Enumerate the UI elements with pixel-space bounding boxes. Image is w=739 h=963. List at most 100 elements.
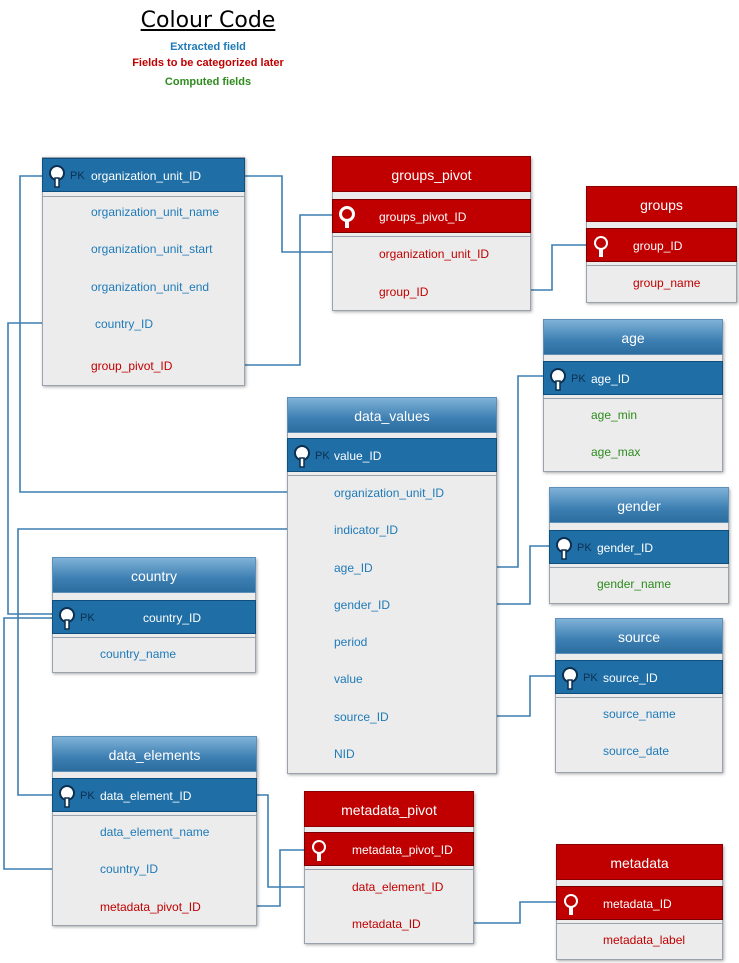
pk-row-source[interactable]: PK source_ID xyxy=(555,660,723,694)
divider xyxy=(333,236,530,237)
key-icon xyxy=(564,894,578,915)
entity-groups[interactable]: groups group_ID group_name xyxy=(586,186,737,303)
legend-to-categorize: Fields to be categorized later xyxy=(132,57,284,69)
field-data-element-id: data_element_ID xyxy=(352,880,444,894)
entity-organization-unit[interactable]: PK organization_unit_ID organization_uni… xyxy=(42,157,245,386)
divider xyxy=(587,265,736,266)
legend-extracted: Extracted field xyxy=(170,41,246,53)
entity-title: metadata_pivot xyxy=(304,791,474,827)
field-country-id: country_ID xyxy=(143,611,202,625)
field-group-name: group_name xyxy=(633,276,701,290)
field-source-date: source_date xyxy=(603,744,670,758)
entity-metadata-pivot[interactable]: metadata_pivot metadata_pivot_ID data_el… xyxy=(304,791,474,944)
divider xyxy=(305,869,473,870)
entity-source[interactable]: source PK source_ID source_name source_d… xyxy=(555,618,723,773)
entity-title: data_elements xyxy=(52,736,257,772)
pk-row-data-values[interactable]: PK value_ID xyxy=(287,438,497,472)
divider xyxy=(550,567,728,568)
pk-row-gender[interactable]: PK gender_ID xyxy=(549,530,729,564)
divider xyxy=(556,697,722,698)
field-country-id: country_ID xyxy=(100,862,159,876)
field-organization-unit-end: organization_unit_end xyxy=(91,280,210,294)
field-group-pivot-id: group_pivot_ID xyxy=(91,359,173,373)
entity-gender[interactable]: gender PK gender_ID gender_name xyxy=(549,487,729,604)
pk-row-country[interactable]: PK country_ID xyxy=(52,600,256,634)
entity-title: source xyxy=(555,618,723,654)
pk-row-metadata-pivot[interactable]: metadata_pivot_ID xyxy=(304,832,474,866)
field-organization-unit-id: organization_unit_ID xyxy=(91,169,202,183)
entity-metadata[interactable]: metadata metadata_ID metadata_label xyxy=(556,844,723,960)
divider xyxy=(53,637,255,638)
field-groups-pivot-id: groups_pivot_ID xyxy=(379,210,467,224)
field-group-id: group_ID xyxy=(379,285,429,299)
entity-data-values[interactable]: data_values PK value_ID organization_uni… xyxy=(287,397,497,774)
divider xyxy=(53,815,256,816)
key-icon xyxy=(562,667,578,690)
pk-row-groups[interactable]: group_ID xyxy=(586,228,737,262)
field-age-max: age_max xyxy=(591,445,641,459)
field-source-name: source_name xyxy=(603,707,676,721)
entity-title: groups xyxy=(586,186,737,222)
pk-row-groups-pivot[interactable]: groups_pivot_ID xyxy=(332,199,531,233)
key-icon xyxy=(594,236,608,257)
entity-groups-pivot[interactable]: groups_pivot groups_pivot_ID organizatio… xyxy=(332,156,531,311)
entity-title: age xyxy=(543,319,723,355)
pk-label: PK xyxy=(571,373,586,385)
field-nid: NID xyxy=(334,747,355,761)
field-country-id: country_ID xyxy=(95,317,154,331)
field-metadata-id: metadata_ID xyxy=(352,917,421,931)
key-icon xyxy=(556,537,572,560)
field-organization-unit-id: organization_unit_ID xyxy=(379,247,490,261)
field-metadata-pivot-id: metadata_pivot_ID xyxy=(352,843,453,857)
entity-data-elements[interactable]: data_elements PK data_element_ID data_el… xyxy=(52,736,257,926)
entity-title: country xyxy=(52,557,256,593)
pk-label: PK xyxy=(583,672,598,684)
key-icon xyxy=(550,368,566,391)
field-organization-unit-start: organization_unit_start xyxy=(91,242,213,256)
field-gender-id: gender_ID xyxy=(334,598,391,612)
key-icon xyxy=(294,445,310,468)
pk-label: PK xyxy=(577,542,592,554)
entity-title: metadata xyxy=(556,844,723,880)
field-organization-unit-name: organization_unit_name xyxy=(91,205,220,219)
field-value-id: value_ID xyxy=(334,449,382,463)
field-gender-id: gender_ID xyxy=(597,541,654,555)
field-source-id: source_ID xyxy=(334,710,389,724)
field-metadata-label: metadata_label xyxy=(603,933,686,947)
entity-title: data_values xyxy=(287,397,497,433)
key-icon xyxy=(59,785,75,808)
field-metadata-id: metadata_ID xyxy=(603,897,672,911)
entity-country[interactable]: country PK country_ID country_name xyxy=(52,557,256,673)
field-metadata-pivot-id: metadata_pivot_ID xyxy=(100,900,201,914)
key-icon xyxy=(49,165,65,188)
field-organization-unit-id: organization_unit_ID xyxy=(334,486,445,500)
field-group-id: group_ID xyxy=(633,239,683,253)
field-data-element-name: data_element_name xyxy=(100,825,210,839)
entity-age[interactable]: age PK age_ID age_min age_max xyxy=(543,319,723,472)
legend-title: Colour Code xyxy=(140,8,276,33)
field-value: value xyxy=(334,672,363,686)
key-icon xyxy=(339,206,355,228)
field-data-element-id: data_element_ID xyxy=(100,789,192,803)
field-age-id: age_ID xyxy=(591,372,630,386)
divider xyxy=(544,398,722,399)
divider xyxy=(43,196,244,197)
field-period: period xyxy=(334,635,368,649)
field-age-id: age_ID xyxy=(334,561,373,575)
pk-row-data-elements[interactable]: PK data_element_ID xyxy=(52,778,257,812)
pk-row-organization-unit[interactable]: PK organization_unit_ID xyxy=(42,158,245,192)
pk-label: PK xyxy=(70,170,85,182)
legend-computed: Computed fields xyxy=(164,76,252,88)
entity-title: gender xyxy=(549,487,729,523)
divider xyxy=(557,923,722,924)
pk-label: PK xyxy=(315,450,330,462)
pk-label: PK xyxy=(80,612,95,624)
field-source-id: source_ID xyxy=(603,671,658,685)
entity-title: groups_pivot xyxy=(332,156,531,192)
field-gender-name: gender_name xyxy=(597,577,672,591)
field-indicator-id: indicator_ID xyxy=(334,523,399,537)
key-icon xyxy=(59,607,75,630)
pk-label: PK xyxy=(80,790,95,802)
pk-row-age[interactable]: PK age_ID xyxy=(543,361,723,395)
pk-row-metadata[interactable]: metadata_ID xyxy=(556,886,723,920)
